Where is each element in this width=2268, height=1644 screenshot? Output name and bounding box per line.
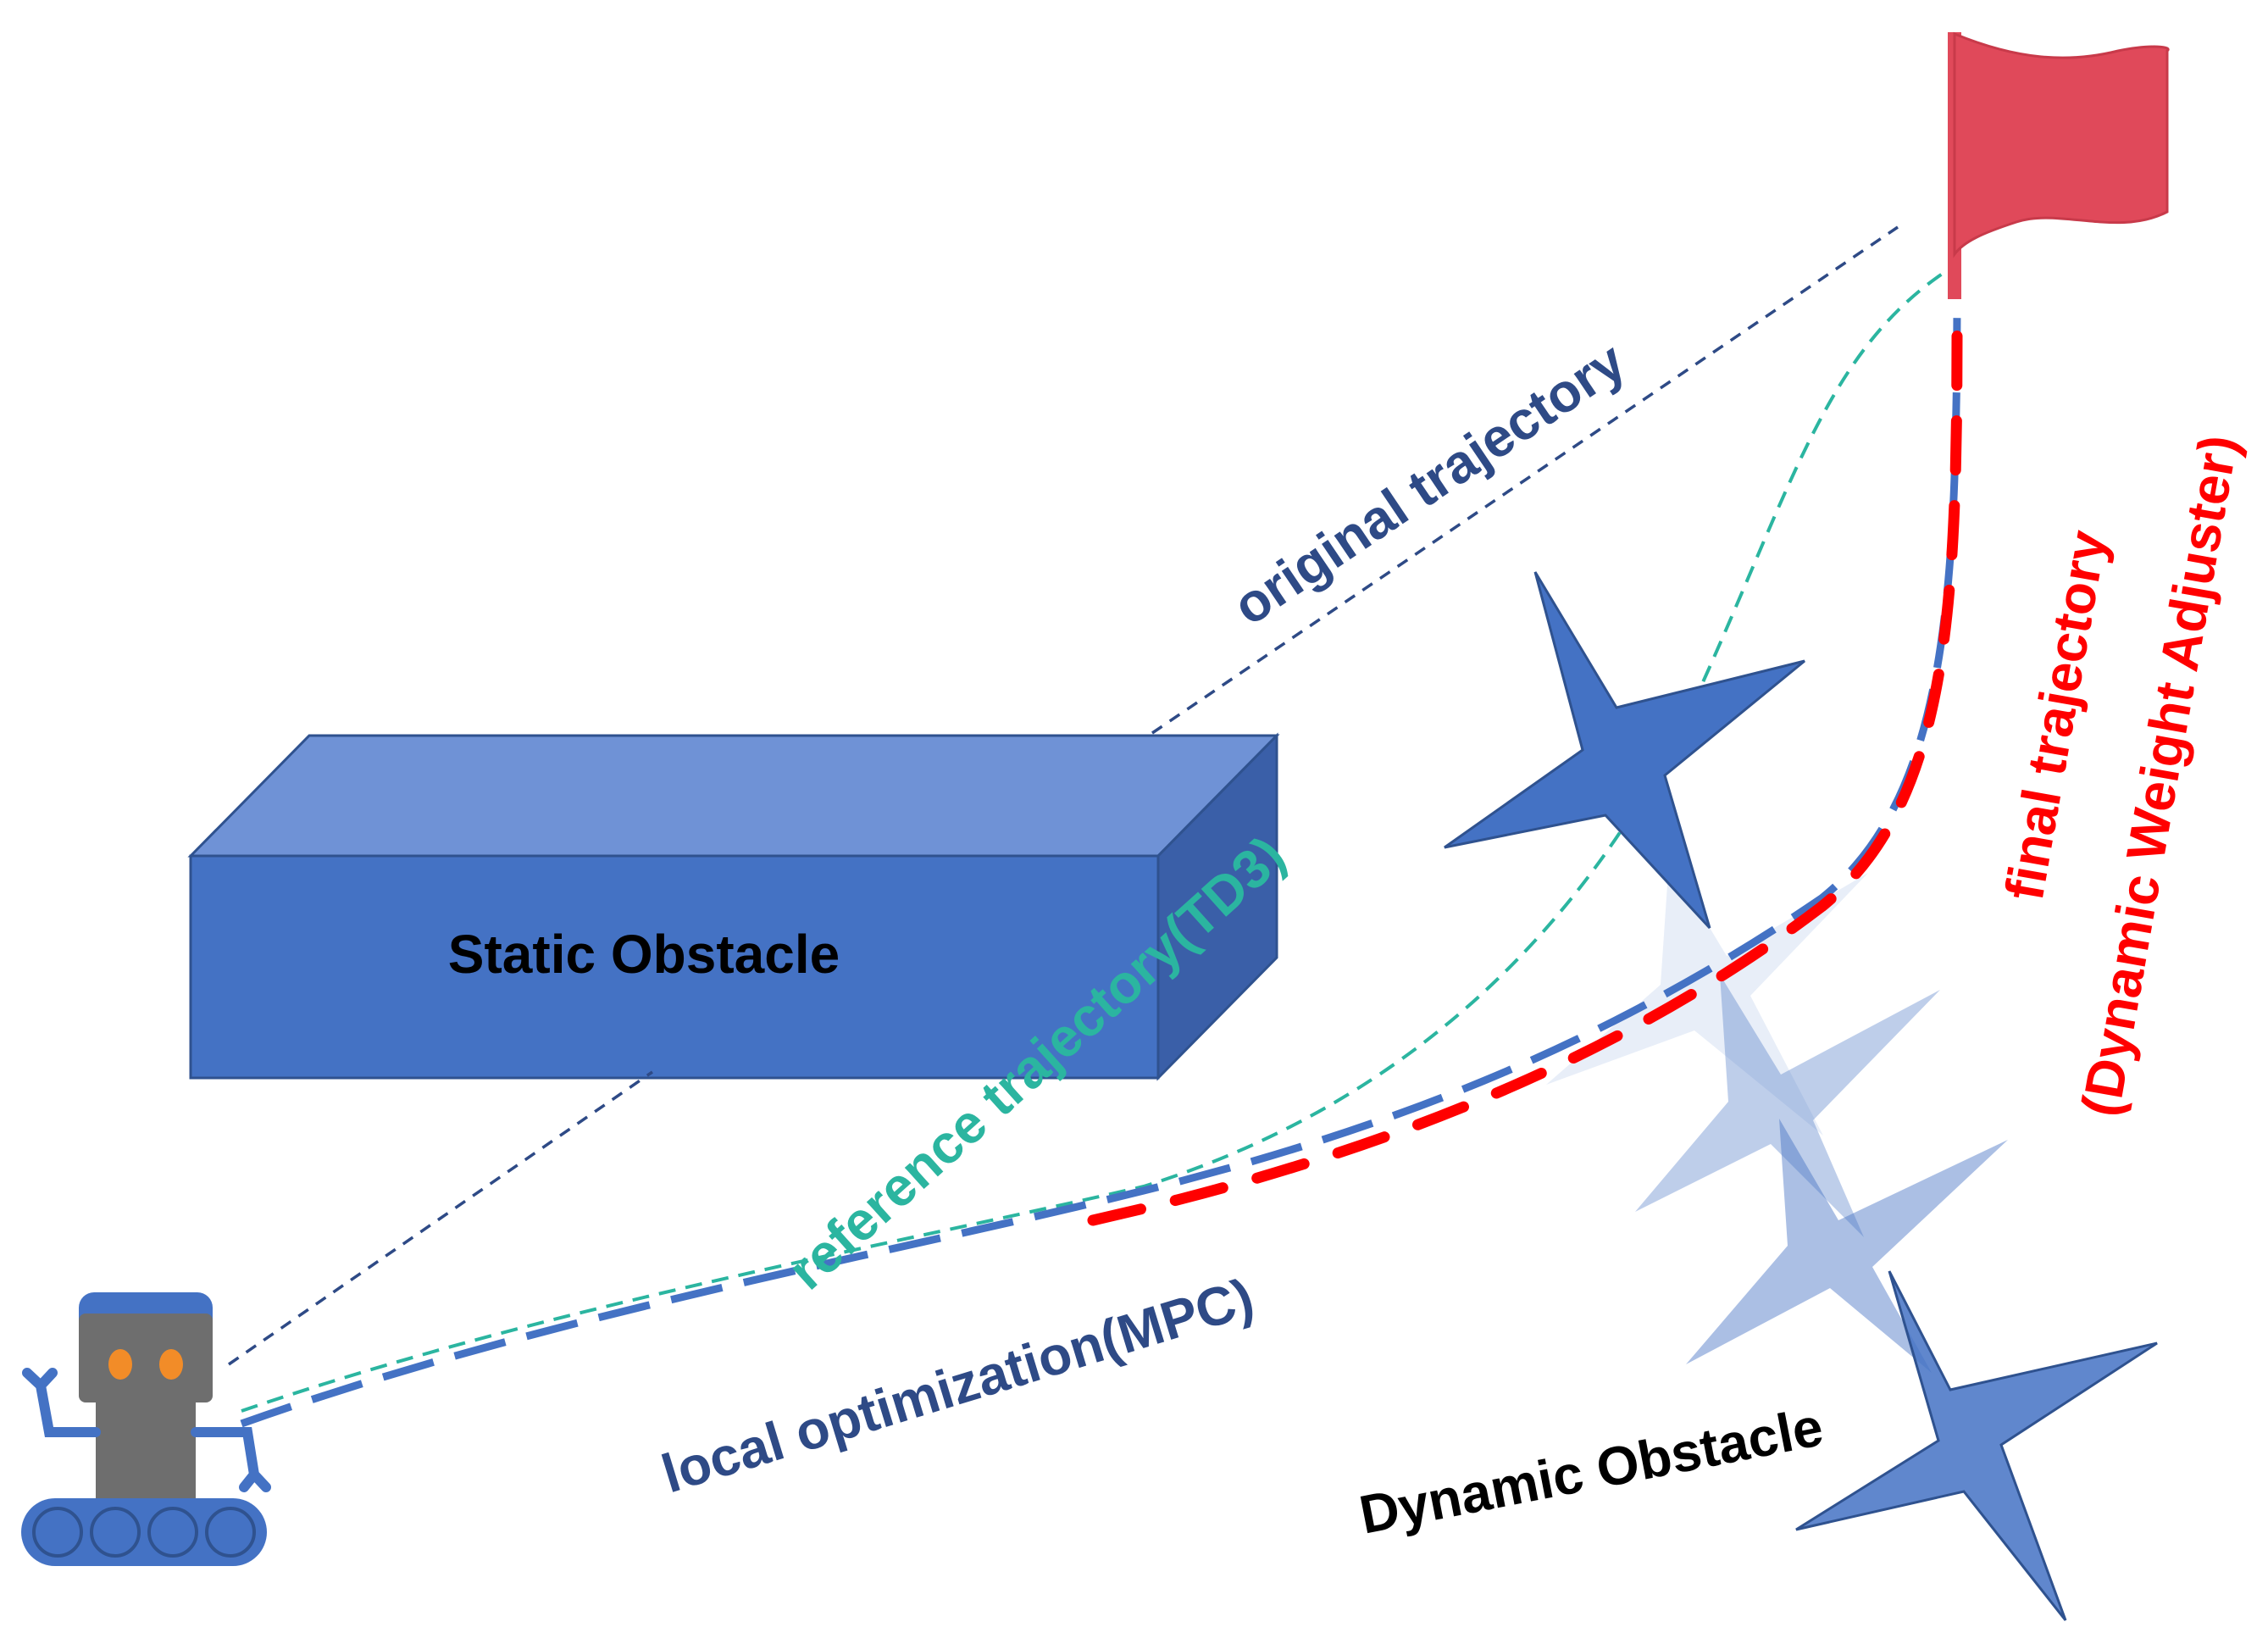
ghost-star-3	[1686, 1119, 2008, 1373]
robot-wheel-4	[205, 1507, 256, 1558]
robot-torso	[96, 1402, 196, 1507]
robot-head	[79, 1314, 213, 1402]
robot-arm-right	[191, 1427, 271, 1492]
robot-arm-left	[22, 1368, 101, 1437]
static-obstacle: Static Obstacle	[187, 732, 1280, 1081]
robot-eye-right	[159, 1349, 183, 1380]
final-trajectory-label: final trajectory	[1994, 525, 2119, 904]
goal-flag-icon	[1948, 31, 2170, 299]
dynamic-obstacle-ghosts	[1546, 860, 2008, 1373]
robot-wheel-3	[147, 1507, 198, 1558]
robot-wheel-1	[32, 1507, 83, 1558]
dynamic-obstacle-future-star	[1795, 1270, 2158, 1621]
final-trajectory-line	[1087, 316, 1963, 1226]
static-obstacle-front	[189, 854, 1160, 1080]
original-trajectory-line	[228, 225, 1899, 1366]
original-trajectory-label: original trajectory	[1223, 330, 1637, 636]
static-obstacle-label: Static Obstacle	[448, 924, 840, 985]
dynamic-obstacle-label: Dynamic Obstacle	[1355, 1396, 1827, 1546]
robot-wheel-2	[90, 1507, 141, 1558]
static-obstacle-top	[187, 734, 1280, 858]
reference-trajectory-line	[241, 268, 1950, 1413]
local-optimization-label: local optimization(MPC)	[655, 1266, 1261, 1504]
robot-eye-left	[108, 1349, 132, 1380]
dynamic-obstacle-star	[1444, 571, 1805, 930]
robot-icon	[21, 1292, 271, 1566]
goal-flag-cloth	[1953, 31, 2170, 258]
ghost-star-2	[1635, 975, 1940, 1237]
robot-tread	[21, 1498, 267, 1566]
